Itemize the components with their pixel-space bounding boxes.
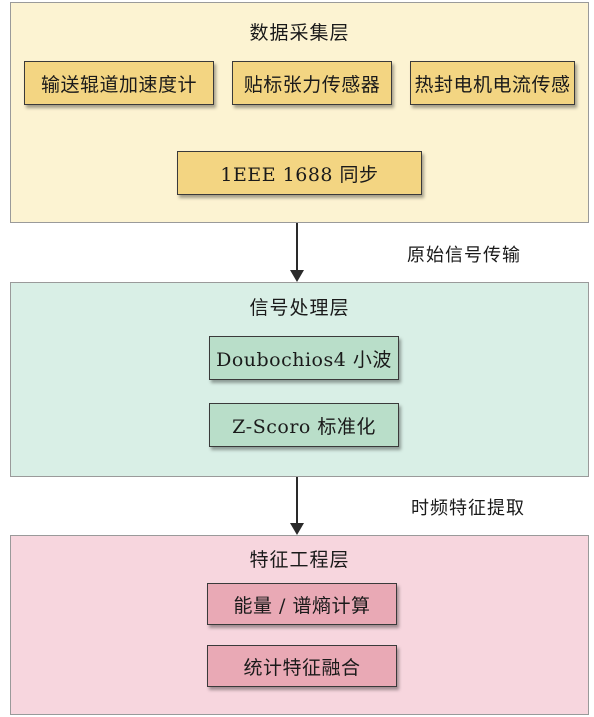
data-acquisition-layer-title: 数据采集层 <box>249 22 350 44</box>
z-score-normalization-node: Z-Scoro 标准化 <box>209 403 399 447</box>
ieee-1588-sync-node: 1EEE 1688 同步 <box>177 151 422 195</box>
signal-processing-layer: 信号处理层 Doubochios4 小波 Z-Scoro 标准化 <box>10 282 589 477</box>
feature-engineering-layer-title: 特征工程层 <box>249 549 350 571</box>
time-frequency-extraction-label: 时频特征提取 <box>411 498 525 519</box>
heat-seal-motor-current-node: 热封电机电流传感 <box>410 61 575 105</box>
conveyor-accelerometer-node: 输送辊道加速度计 <box>24 61 214 105</box>
arrow-acquisition-to-processing <box>290 223 304 282</box>
energy-spectral-entropy-node: 能量 / 谱熵计算 <box>207 583 397 625</box>
daubechies-wavelet-node: Doubochios4 小波 <box>209 336 399 380</box>
feature-engineering-layer: 特征工程层 能量 / 谱熵计算 统计特征融合 <box>10 535 589 715</box>
data-acquisition-layer: 数据采集层 输送辊道加速度计 贴标张力传感器 热封电机电流传感 1EEE 168… <box>10 2 589 223</box>
arrow-processing-to-feature <box>290 477 304 535</box>
raw-signal-transmission-label: 原始信号传输 <box>407 245 521 266</box>
statistical-feature-fusion-node: 统计特征融合 <box>207 645 397 687</box>
signal-processing-layer-title: 信号处理层 <box>249 297 350 319</box>
label-tension-sensor-node: 贴标张力传感器 <box>232 61 392 105</box>
